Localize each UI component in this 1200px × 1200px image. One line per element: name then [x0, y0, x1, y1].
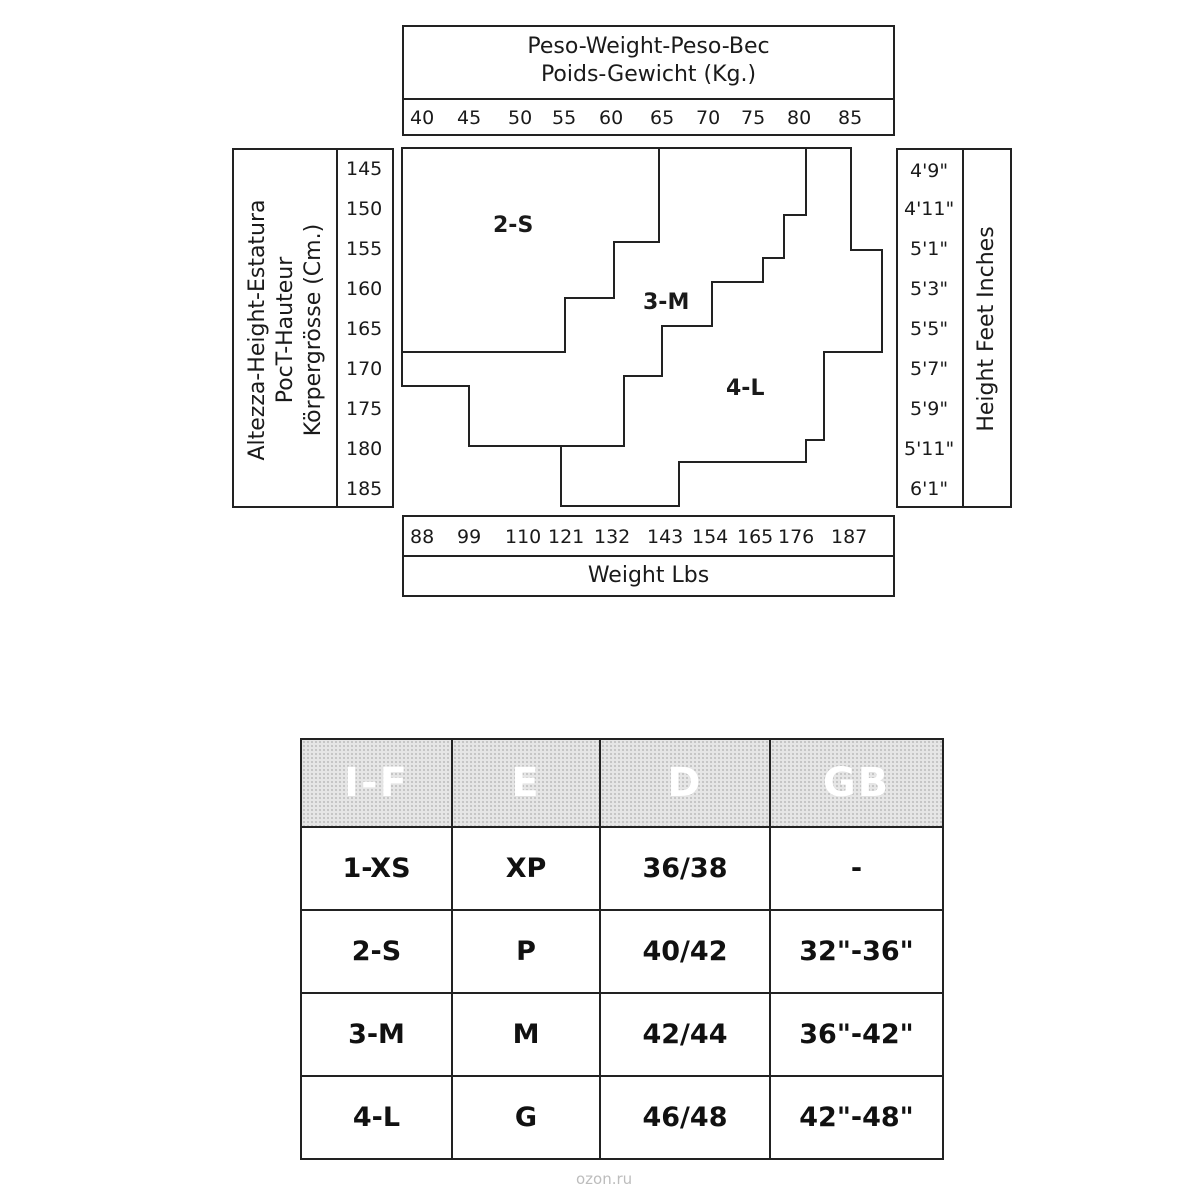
table-header-cell: D [599, 738, 771, 828]
table-cell: 4-L [300, 1075, 453, 1160]
table-cell: 2-S [300, 909, 453, 994]
weight-kg-title-line1: Peso-Weight-Peso-Bec [527, 34, 770, 59]
table-row: 1-XS XP 36/38 - [300, 826, 944, 911]
weight-lbs-tick: 165 [737, 526, 774, 548]
weight-kg-title-line2: Poids-Gewicht (Kg.) [540, 62, 757, 87]
table-cell: 42/44 [599, 992, 771, 1077]
table-cell: 42"-48" [769, 1075, 944, 1160]
weight-kg-tick: 65 [650, 107, 675, 129]
table-header-cell: GB [769, 738, 944, 828]
height-ft-tick: 5'11" [904, 438, 955, 460]
weight-lbs-tick: 88 [410, 526, 435, 548]
weight-kg-tick: 85 [838, 107, 863, 129]
height-ft-tick: 5'1" [910, 238, 949, 260]
weight-lbs-tick: 110 [505, 526, 542, 548]
weight-lbs-tick: 132 [594, 526, 631, 548]
size-conversion-table: I-F E D GB 1-XS XP 36/38 - 2-S P 40/42 3… [300, 738, 944, 1160]
weight-lbs-tick: 143 [647, 526, 684, 548]
height-cm-tick: 160 [346, 278, 383, 300]
weight-lbs-tick: 121 [548, 526, 585, 548]
weight-lbs-title-box: Weight Lbs [402, 555, 895, 597]
region-medium-outline [401, 147, 807, 447]
table-cell: P [451, 909, 601, 994]
table-cell: 1-XS [300, 826, 453, 911]
height-cm-tick: 165 [346, 318, 383, 340]
height-cm-tick: 145 [346, 158, 383, 180]
height-cm-tick: 155 [346, 238, 383, 260]
height-cm-tick: 175 [346, 398, 383, 420]
height-cm-tick: 180 [346, 438, 383, 460]
table-row: 4-L G 46/48 42"-48" [300, 1075, 944, 1160]
height-ft-tick: 5'7" [910, 358, 949, 380]
table-cell: 36/38 [599, 826, 771, 911]
table-cell: XP [451, 826, 601, 911]
weight-lbs-tick: 99 [457, 526, 482, 548]
weight-kg-title-box: Peso-Weight-Peso-Bec Poids-Gewicht (Kg.) [402, 25, 895, 100]
table-cell: - [769, 826, 944, 911]
table-cell: 46/48 [599, 1075, 771, 1160]
height-cm-tick: 185 [346, 478, 383, 500]
weight-kg-scale-box: 40 45 50 55 60 65 70 75 80 85 [402, 98, 895, 136]
weight-lbs-scale-box: 88 99 110 121 132 143 154 165 176 187 [402, 515, 895, 557]
weight-kg-tick: 75 [741, 107, 766, 129]
region-small-label: 2-S [493, 213, 534, 238]
table-row: 2-S P 40/42 32"-36" [300, 909, 944, 994]
weight-kg-tick: 45 [457, 107, 482, 129]
height-ft-tick: 5'5" [910, 318, 949, 340]
table-cell: 3-M [300, 992, 453, 1077]
region-medium-label: 3-M [643, 290, 690, 315]
weight-kg-tick: 60 [599, 107, 624, 129]
table-row: 3-M M 42/44 36"-42" [300, 992, 944, 1077]
weight-kg-tick: 80 [787, 107, 812, 129]
weight-lbs-tick: 154 [692, 526, 729, 548]
region-large-label: 4-L [726, 376, 765, 401]
watermark: ozon.ru [576, 1170, 633, 1188]
height-ft-tick: 5'3" [910, 278, 949, 300]
weight-kg-tick: 50 [508, 107, 533, 129]
table-cell: 32"-36" [769, 909, 944, 994]
height-cm-scale-box: 145 150 155 160 165 170 175 180 185 [336, 148, 394, 508]
region-small-outline [401, 147, 660, 353]
table-cell: M [451, 992, 601, 1077]
height-ft-tick: 6'1" [910, 478, 949, 500]
table-cell: G [451, 1075, 601, 1160]
height-ft-tick: 4'9" [910, 160, 949, 182]
weight-kg-tick: 70 [696, 107, 721, 129]
height-ft-scale-box: 4'9" 4'11" 5'1" 5'3" 5'5" 5'7" 5'9" 5'11… [896, 148, 964, 508]
table-header-cell: E [451, 738, 601, 828]
region-large-outline [560, 147, 883, 507]
table-header-row: I-F E D GB [300, 738, 944, 828]
weight-lbs-title: Weight Lbs [587, 563, 710, 588]
weight-kg-tick: 55 [552, 107, 577, 129]
height-ft-title-box: Height Feet Inches [962, 148, 1012, 508]
weight-kg-tick: 40 [410, 107, 435, 129]
weight-lbs-tick: 176 [778, 526, 815, 548]
height-ft-tick: 4'11" [904, 198, 955, 220]
height-cm-tick: 150 [346, 198, 383, 220]
weight-lbs-tick: 187 [831, 526, 868, 548]
height-cm-tick: 170 [346, 358, 383, 380]
table-cell: 36"-42" [769, 992, 944, 1077]
height-ft-tick: 5'9" [910, 398, 949, 420]
table-cell: 40/42 [599, 909, 771, 994]
table-header-cell: I-F [300, 738, 453, 828]
